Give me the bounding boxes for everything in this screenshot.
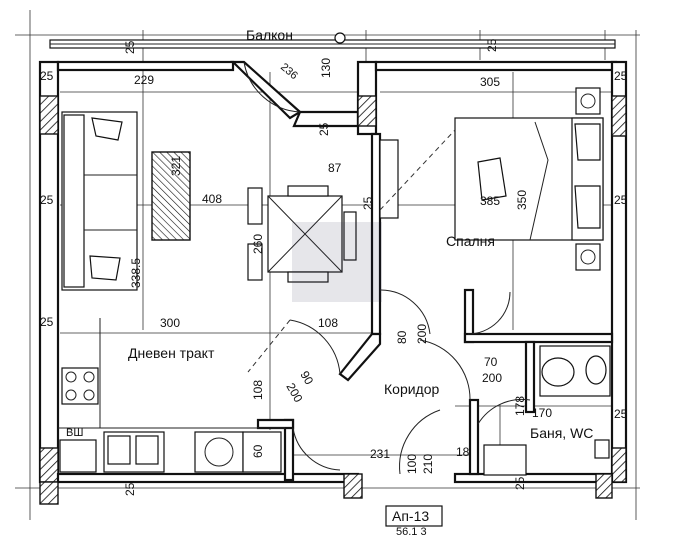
watermark-logo: [292, 222, 382, 302]
rug: [151, 151, 191, 241]
dim-label: 87: [328, 161, 342, 175]
dim-label: 108: [251, 380, 265, 400]
dim-label: 25: [40, 69, 54, 83]
walls: [38, 60, 628, 505]
dim-label: 25: [614, 193, 628, 207]
dim-label: 25: [123, 482, 137, 496]
balcony: [49, 32, 616, 49]
dim-label: 385: [480, 194, 500, 208]
dim-label: 200: [283, 381, 305, 406]
dim-label: 200: [415, 324, 429, 344]
dim-label: 408: [202, 192, 222, 206]
dim-label: 108: [318, 316, 338, 330]
dim-label: 305: [480, 75, 500, 89]
plan-label-box: [385, 505, 443, 527]
dim-label: 90: [297, 369, 316, 388]
dim-label: 350: [515, 190, 529, 210]
kitchen: [59, 367, 282, 473]
room-label-balcony: Балкон: [246, 27, 293, 43]
dim-label: 80: [395, 330, 409, 344]
dim-label: 300: [160, 316, 180, 330]
dim-label: 229: [134, 73, 154, 87]
sofa: [61, 111, 138, 291]
dim-label: 25: [614, 407, 628, 421]
dim-label: 210: [421, 454, 435, 474]
dim-label: 130: [319, 58, 333, 78]
room-label-bedroom: Спалня: [446, 233, 495, 249]
dim-label: 260: [251, 234, 265, 254]
dim-label: 25: [40, 193, 54, 207]
dim-label: 25: [485, 38, 499, 52]
dim-label: 338.5: [129, 258, 143, 288]
dim-label: 100: [405, 454, 419, 474]
dining-table: [247, 185, 357, 283]
dim-label: 60: [251, 444, 265, 458]
room-label-laundry: ВШ: [66, 427, 83, 439]
dim-label: 170: [532, 406, 552, 420]
dim-label: 25: [614, 69, 628, 83]
doors: [243, 61, 531, 475]
dim-label: 321: [169, 156, 183, 176]
plan-label: Ап-13: [392, 508, 429, 524]
dim-label: 25: [513, 476, 527, 490]
bathroom: [483, 345, 611, 476]
dim-label: 25: [40, 315, 54, 329]
room-label-corridor: Коридор: [384, 381, 440, 397]
dim-label: 70: [484, 355, 498, 369]
wardrobe: [379, 139, 399, 219]
dim-label: 178: [513, 396, 527, 416]
room-label-living: Дневен тракт: [128, 345, 215, 361]
dim-label: 200: [482, 371, 502, 385]
dim-label: 18: [456, 445, 470, 459]
dim-label: 25: [361, 196, 375, 210]
room-label-bath: Баня, WC: [530, 425, 593, 441]
dim-label: 231: [370, 447, 390, 461]
bed: [454, 87, 604, 271]
dim-label: 25: [317, 122, 331, 136]
dim-label: 25: [123, 40, 137, 54]
plan-sub-label: 56.1 3: [396, 526, 427, 538]
dim-label: 236: [278, 61, 300, 82]
dimension-labels: 229 305 130 236 87 408 260 385 350 338.5…: [40, 38, 628, 496]
